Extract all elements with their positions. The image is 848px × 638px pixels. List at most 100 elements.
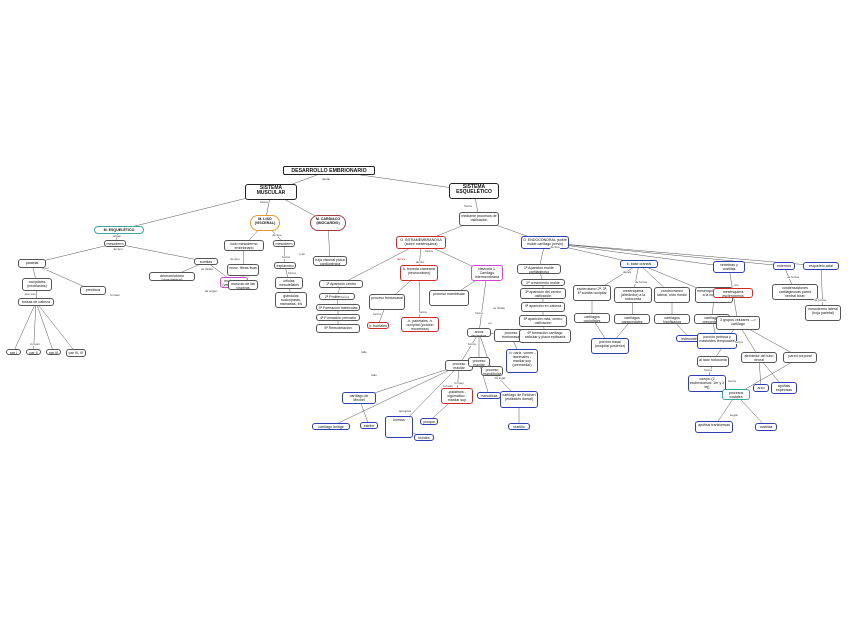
concept-node-cuerpo[interactable]: cuerpo (2 esclerotomos: 1er y 2 tej) bbox=[688, 375, 726, 392]
link-label: forma bbox=[703, 368, 713, 373]
concept-node-cigom[interactable]: -palatinos -cigomático -maxilar sup bbox=[441, 388, 473, 404]
link-label: forma bbox=[259, 200, 269, 205]
concept-node-root[interactable]: DESARROLLO EMBRIONARIO bbox=[283, 166, 375, 175]
concept-node-cab[interactable]: 4ª aparición en cabeza bbox=[521, 302, 565, 312]
concept-node-cartpre[interactable]: cartílagos hipofisarios bbox=[654, 314, 690, 324]
concept-node-mesl[interactable]: mesodermo lateral (hoja parietal) bbox=[805, 305, 841, 321]
concept-node-esqax[interactable]: esqueleto axial bbox=[803, 262, 839, 270]
concept-node-cartocc[interactable]: cartílagos occipitales bbox=[574, 313, 610, 323]
concept-node-ec5[interactable]: 5ª Remodelación bbox=[316, 324, 360, 333]
concept-node-par4[interactable]: par IV, VI bbox=[66, 349, 86, 357]
concept-node-esclerox[interactable]: esclerotomo 2ª, 3ª, 4ª somita occipital bbox=[573, 285, 611, 301]
concept-node-arcos[interactable]: arcos faríngeos bbox=[467, 328, 491, 337]
link-label: en bbox=[488, 321, 492, 326]
concept-node-mcard[interactable]: M. CARDIACO (MIOCARDIO) bbox=[310, 215, 346, 231]
link-label: forma bbox=[727, 379, 737, 384]
concept-node-par2[interactable]: par II bbox=[26, 349, 41, 355]
concept-node-martillo[interactable]: martillo bbox=[508, 423, 530, 430]
concept-node-mliso[interactable]: M. LISO (VISCERAL) bbox=[250, 215, 280, 231]
concept-node-escl3[interactable]: 3 grupos celulares —> cartílago bbox=[716, 316, 760, 330]
concept-node-glandula[interactable]: glándulas sudoríparas, mamarias, iris bbox=[275, 292, 307, 308]
link-label: forma bbox=[463, 204, 473, 209]
concept-node-forma[interactable]: mediante procesos de osificación bbox=[459, 212, 499, 226]
concept-node-hioides[interactable]: hioides bbox=[414, 434, 434, 441]
concept-node-cartrei[interactable]: cartílago de Reichert (estiloides dorsal… bbox=[500, 391, 538, 408]
concept-node-mandibu[interactable]: proceso mandibular bbox=[481, 366, 503, 376]
concept-node-apoftr[interactable]: apófisis transversas bbox=[695, 421, 733, 433]
concept-node-basioc[interactable]: porción basal (occipital posterior) bbox=[591, 338, 629, 354]
concept-node-preotico[interactable]: preóticos bbox=[80, 286, 106, 295]
concept-node-cart1[interactable]: clavícula 1. Cartílago intermembrana bbox=[471, 265, 503, 281]
concept-node-sm[interactable]: SISTEMA MUSCULAR bbox=[245, 184, 297, 200]
concept-node-cartpar[interactable]: cartílagos paracordales bbox=[614, 314, 650, 324]
concept-node-pet[interactable]: porción petrosa y mastoides temporales bbox=[697, 333, 737, 349]
concept-node-prot[interactable]: proceso frontonasal bbox=[369, 294, 405, 310]
concept-node-cel[interactable]: células mesoteliales bbox=[275, 277, 303, 289]
concept-node-mandib[interactable]: proceso mandibular bbox=[429, 290, 469, 306]
concept-node-ec2[interactable]: 2ª Proliferación bbox=[319, 293, 355, 300]
link-label: da origen bbox=[204, 289, 218, 294]
concept-node-maxilar[interactable]: proceso maxilar bbox=[468, 357, 490, 367]
concept-node-costales[interactable]: procesos costales bbox=[722, 389, 750, 400]
concept-node-ec3[interactable]: 3ª Formación trabéculas bbox=[316, 304, 360, 311]
concept-node-endo[interactable]: O. ENDOCONDRAL (sobre molde cartílago pr… bbox=[521, 236, 569, 249]
link-label: forman bbox=[443, 384, 453, 389]
concept-node-ec1[interactable]: 1ª Aparición centro osificación bbox=[319, 280, 363, 288]
concept-node-esternon[interactable]: esternón bbox=[773, 262, 795, 270]
concept-node-cartlar[interactable]: cartílago laringe bbox=[312, 423, 350, 430]
concept-node-pared[interactable]: pared corporal bbox=[783, 352, 817, 363]
concept-node-mesod[interactable]: mesodermo bbox=[104, 240, 126, 247]
concept-node-mandib2[interactable]: mandíbula bbox=[477, 392, 501, 399]
concept-node-bcra[interactable]: b. bóveda craneana (neurocráneo) bbox=[400, 265, 438, 281]
concept-node-cartmec[interactable]: cartílago de Meckel bbox=[342, 392, 376, 404]
concept-node-diaf[interactable]: 5ª aparición más, centro osificación bbox=[519, 315, 567, 327]
concept-node-nasal[interactable]: -h. nariz -vómer -lacrimales -maxilar su… bbox=[506, 349, 538, 373]
link-label: deriva bbox=[396, 257, 406, 262]
concept-node-costill[interactable]: costillas bbox=[755, 423, 777, 431]
concept-node-par3[interactable]: par III bbox=[46, 349, 61, 355]
link-label: se divide bbox=[492, 306, 506, 311]
concept-node-cond[interactable]: condensaciones cartilaginosas pared vent… bbox=[772, 284, 818, 300]
concept-node-frontal[interactable]: h. frontales bbox=[367, 322, 389, 329]
concept-node-parietal[interactable]: -h. parietales -h. occipital (porción es… bbox=[401, 317, 439, 332]
concept-node-somitas[interactable]: somitas bbox=[194, 258, 218, 265]
link-label: se divide bbox=[200, 267, 214, 272]
concept-node-yunque[interactable]: yunque bbox=[420, 418, 438, 425]
link-label: forma bbox=[372, 312, 382, 317]
connector-mesod-somitas bbox=[114, 243, 207, 262]
concept-node-msf[interactable]: músc. fibras lisas bbox=[227, 264, 259, 276]
concept-node-tod[interactable]: todo mesodermo embrionario bbox=[224, 240, 264, 251]
concept-node-paraxial[interactable]: paraxial bbox=[18, 259, 46, 268]
link-label: deriva bbox=[622, 270, 632, 275]
concept-node-intram[interactable]: O. INTRAMEMBRANOSA (sobre mesénquima) bbox=[396, 236, 446, 249]
link-label: de forma bbox=[634, 280, 648, 285]
concept-node-verteb[interactable]: vértebras y costillas bbox=[713, 261, 745, 273]
concept-node-arco[interactable]: arco bbox=[753, 384, 769, 392]
concept-node-aparic[interactable]: 3ª aparición del centro osificación bbox=[520, 288, 566, 299]
concept-node-par1[interactable]: par I bbox=[6, 349, 21, 355]
concept-node-alrtub[interactable]: alrededor del tubo neural bbox=[741, 352, 777, 363]
concept-node-mesenq3[interactable]: mesénquima esclerotomos bbox=[713, 288, 753, 298]
concept-node-mesodx[interactable]: mesodermo bbox=[273, 240, 295, 247]
concept-node-ultimo[interactable]: 6ª formación cartílago articular y placa… bbox=[519, 329, 571, 343]
concept-node-apof[interactable]: apófisis espinosas bbox=[771, 382, 797, 394]
concept-node-espl[interactable]: esplácnico bbox=[274, 262, 296, 269]
concept-node-bcran[interactable]: b. base craneal bbox=[620, 260, 658, 268]
concept-node-arcov[interactable]: al lado notocorda bbox=[697, 356, 729, 367]
concept-node-hoja[interactable]: hoja visceral placa cardiogénica bbox=[313, 256, 347, 266]
concept-node-huesos[interactable]: huesos bbox=[385, 416, 413, 438]
concept-node-dermo[interactable]: dermomiotomo (dorsolateral) bbox=[149, 272, 195, 281]
link-label: dentro bbox=[415, 260, 425, 265]
concept-node-m_int[interactable]: músculo de las vísceras bbox=[228, 280, 258, 290]
concept-node-bolsas[interactable]: bolsas de cabeza bbox=[18, 298, 54, 306]
concept-node-se[interactable]: SISTEMA ESQUELÉTICO bbox=[449, 183, 499, 199]
concept-node-apari[interactable]: 1ª Aparición molde cartilaginoso bbox=[517, 264, 561, 274]
link-label: forma bbox=[418, 310, 428, 315]
concept-node-occip[interactable]: occipitales (mioblastos) bbox=[22, 278, 52, 291]
concept-node-mesenq[interactable]: mesénquima (alrededor) a la notocorda bbox=[614, 287, 652, 303]
concept-node-cre2[interactable]: 2ª crecimiento molde bbox=[521, 279, 565, 286]
concept-node-condro[interactable]: condrocráneo lateral, oído medio bbox=[654, 287, 690, 303]
concept-node-estrib[interactable]: estribo bbox=[360, 422, 378, 429]
concept-node-ec4[interactable]: 4ª Formación periostio bbox=[316, 314, 360, 321]
concept-node-mesq[interactable]: M. ESQUELÉTICO bbox=[94, 226, 144, 234]
